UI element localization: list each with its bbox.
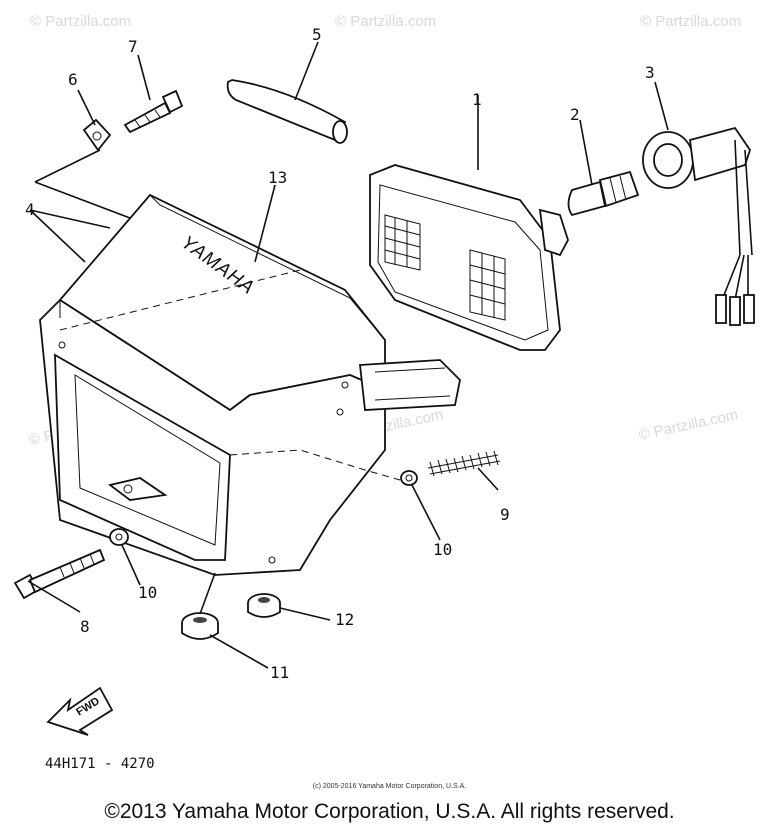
callout-9: 9 (500, 505, 510, 524)
watermark: © Partzilla.com (640, 13, 741, 30)
small-copyright-notice: (c) 2005-2016 Yamaha Motor Corporation, … (312, 783, 467, 790)
callout-10: 10 (433, 540, 452, 559)
washer (400, 470, 418, 486)
washer (109, 528, 129, 546)
callout-3: 3 (645, 63, 655, 82)
adjusting-spring (427, 450, 501, 477)
watermark: © Partzilla.com (30, 13, 131, 30)
watermark: © Partzilla.com (637, 406, 739, 444)
headlight-bulb (567, 170, 640, 217)
headlight-housing: YAMAHA (39, 193, 461, 576)
copyright-notice: ©2013 Yamaha Motor Corporation, U.S.A. A… (104, 800, 675, 823)
callout-4: 4 (25, 200, 35, 219)
mounting-screw (123, 89, 184, 134)
callout-10: 10 (138, 583, 157, 602)
leader-line (34, 149, 131, 219)
callout-2: 2 (570, 105, 580, 124)
alignment-line (229, 449, 401, 481)
callout-1: 1 (472, 90, 482, 109)
bulb-socket (642, 126, 755, 326)
watermark: © Partzilla.com (335, 13, 436, 30)
diagram-reference-code: 44H171 - 4270 (45, 756, 155, 772)
bolt (13, 548, 106, 600)
alignment-line (59, 269, 301, 331)
forward-arrow-icon: FWD (46, 686, 114, 736)
callout-13: 13 (268, 168, 287, 187)
rubber-strip (226, 79, 348, 144)
callout-7: 7 (128, 37, 138, 56)
grommet (247, 593, 281, 618)
grommet (181, 612, 219, 640)
callout-leaders (27, 41, 669, 669)
headlight-unit (369, 164, 569, 351)
callout-6: 6 (68, 70, 78, 89)
leader-line (29, 209, 111, 263)
callout-8: 8 (80, 617, 90, 636)
callout-5: 5 (312, 25, 322, 44)
callout-11: 11 (270, 663, 289, 682)
nut-plate (82, 118, 112, 152)
callout-12: 12 (335, 610, 354, 629)
